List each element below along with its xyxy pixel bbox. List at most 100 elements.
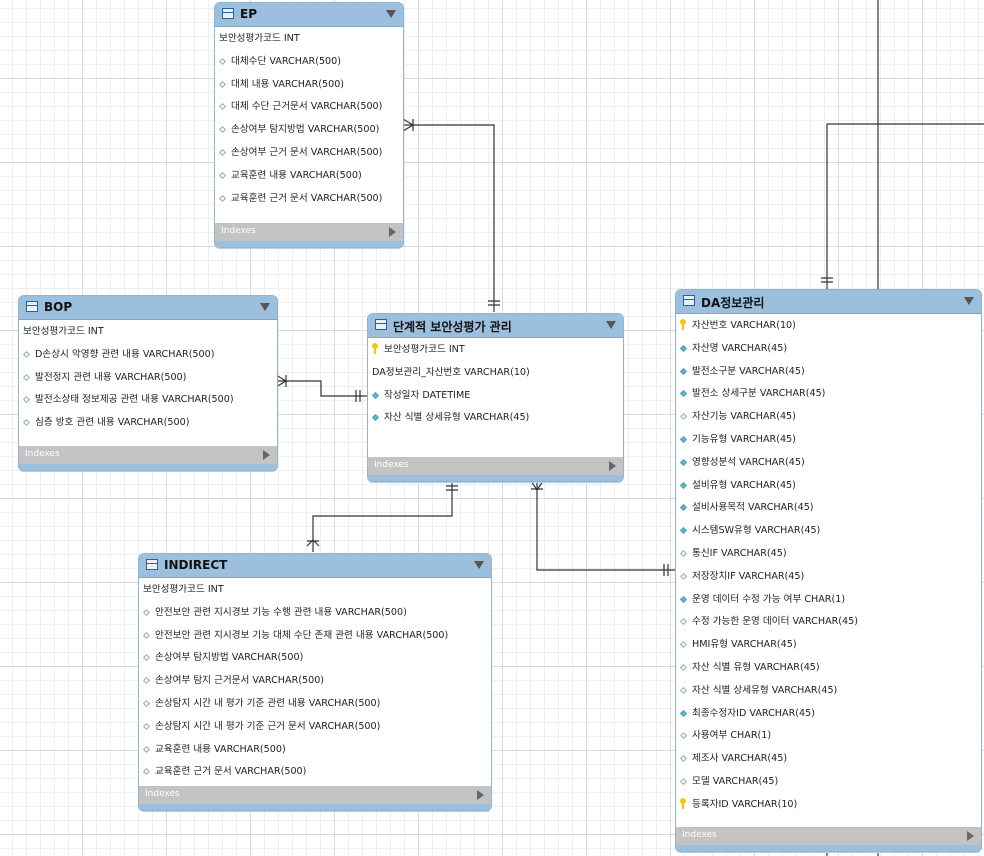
relationship-da-offscreen-1 bbox=[826, 123, 984, 289]
not-null-column-icon bbox=[679, 458, 688, 466]
column-row[interactable]: 자산번호 VARCHAR(10) bbox=[676, 315, 981, 338]
table-header[interactable]: BOP bbox=[19, 296, 277, 320]
relationship-ep-stage bbox=[403, 124, 495, 312]
column-row[interactable]: 손상여부 탐지방법 VARCHAR(500) bbox=[215, 119, 403, 142]
column-row[interactable]: 안전보안 관련 지시경보 기능 수행 관련 내용 VARCHAR(500) bbox=[139, 602, 491, 625]
nullable-column-icon bbox=[218, 148, 227, 157]
column-label: 발전소 상세구분 VARCHAR(45) bbox=[692, 388, 826, 400]
nullable-column-icon bbox=[142, 677, 151, 685]
column-row[interactable]: 수정 가능한 운영 데이터 VARCHAR(45) bbox=[676, 611, 981, 634]
column-row[interactable]: 자산 식별 상세유형 VARCHAR(45) bbox=[368, 407, 623, 430]
column-row[interactable]: 대체수단 VARCHAR(500) bbox=[215, 51, 403, 74]
column-row[interactable]: 발전소 상세구분 VARCHAR(45) bbox=[676, 383, 981, 406]
column-row[interactable]: 심층 방호 관련 내용 VARCHAR(500) bbox=[19, 412, 277, 435]
indexes-bar[interactable]: Indexes bbox=[368, 457, 623, 475]
column-row[interactable]: 안전보안 관련 지시경보 기능 대체 수단 존재 관련 내용 VARCHAR(5… bbox=[139, 625, 491, 648]
nullable-column-icon bbox=[679, 732, 688, 740]
indexes-label: Indexes bbox=[221, 226, 256, 236]
nullable-column-icon bbox=[22, 396, 31, 404]
column-row[interactable]: 설비사용목적 VARCHAR(45) bbox=[676, 497, 981, 520]
column-row[interactable]: 대체 수단 근거문서 VARCHAR(500) bbox=[215, 96, 403, 119]
column-row[interactable]: 최종수정자ID VARCHAR(45) bbox=[676, 703, 981, 726]
column-row[interactable]: HMI유형 VARCHAR(45) bbox=[676, 634, 981, 657]
indexes-bar[interactable]: Indexes bbox=[19, 446, 277, 464]
column-row[interactable]: 자산 식별 상세유형 VARCHAR(45) bbox=[676, 680, 981, 703]
column-row[interactable]: 저장장치IF VARCHAR(45) bbox=[676, 566, 981, 589]
column-row[interactable]: 보안성평가코드 INT bbox=[215, 28, 403, 51]
table-icon bbox=[146, 559, 158, 570]
nullable-column-icon bbox=[22, 373, 31, 381]
column-row[interactable]: 손상탐지 시간 내 평가 기준 근거 문서 VARCHAR(500) bbox=[139, 716, 491, 739]
column-row[interactable]: 대체 내용 VARCHAR(500) bbox=[215, 74, 403, 97]
column-row[interactable]: 보안성평가코드 INT bbox=[368, 339, 623, 362]
table-title: DA정보관리 bbox=[701, 296, 765, 310]
column-row[interactable]: 교육훈련 근거 문서 VARCHAR(500) bbox=[215, 188, 403, 211]
column-label: 설비사용목적 VARCHAR(45) bbox=[692, 502, 814, 514]
column-row[interactable]: 교육훈련 근거 문서 VARCHAR(500) bbox=[139, 761, 491, 784]
column-row[interactable]: 자산 식별 유형 VARCHAR(45) bbox=[676, 657, 981, 680]
table-header[interactable]: DA정보관리 bbox=[676, 290, 981, 314]
indexes-bar[interactable]: Indexes bbox=[215, 223, 403, 241]
not-null-column-icon bbox=[371, 414, 380, 422]
indexes-label: Indexes bbox=[374, 460, 409, 470]
column-row[interactable]: 교육훈련 내용 VARCHAR(500) bbox=[215, 165, 403, 188]
table-header[interactable]: EP bbox=[215, 3, 403, 27]
collapse-arrow-icon[interactable] bbox=[474, 561, 484, 569]
nullable-column-icon bbox=[679, 618, 688, 626]
table-bottom-edge bbox=[139, 804, 491, 810]
expand-indexes-icon[interactable] bbox=[389, 227, 396, 237]
expand-indexes-icon[interactable] bbox=[263, 450, 270, 460]
column-row[interactable]: D손상시 악영향 관련 내용 VARCHAR(500) bbox=[19, 344, 277, 367]
table-header[interactable]: INDIRECT bbox=[139, 554, 491, 578]
column-row[interactable]: 사용여부 CHAR(1) bbox=[676, 725, 981, 748]
column-label: D손상시 악영향 관련 내용 VARCHAR(500) bbox=[35, 348, 215, 360]
column-row[interactable]: 작성일자 DATETIME bbox=[368, 385, 623, 408]
column-row[interactable]: 발전소구분 VARCHAR(45) bbox=[676, 361, 981, 384]
column-row[interactable]: 운영 데이터 수정 가능 여부 CHAR(1) bbox=[676, 589, 981, 612]
column-row[interactable]: 손상여부 탐지방법 VARCHAR(500) bbox=[139, 647, 491, 670]
column-row[interactable]: 기능유형 VARCHAR(45) bbox=[676, 429, 981, 452]
collapse-arrow-icon[interactable] bbox=[386, 10, 396, 18]
column-row[interactable]: 설비유형 VARCHAR(45) bbox=[676, 475, 981, 498]
column-row[interactable]: 모델 VARCHAR(45) bbox=[676, 771, 981, 794]
column-row[interactable]: 손상여부 근거 문서 VARCHAR(500) bbox=[215, 142, 403, 165]
indexes-bar[interactable]: Indexes bbox=[139, 786, 491, 804]
column-row[interactable]: 손상여부 탐지 근거문서 VARCHAR(500) bbox=[139, 670, 491, 693]
column-row[interactable]: 발전정지 관련 내용 VARCHAR(500) bbox=[19, 367, 277, 390]
column-row[interactable]: 통신IF VARCHAR(45) bbox=[676, 543, 981, 566]
column-row[interactable]: 제조사 VARCHAR(45) bbox=[676, 748, 981, 771]
indexes-bar[interactable]: Indexes bbox=[676, 827, 981, 845]
nullable-column-icon bbox=[142, 654, 151, 662]
column-label: 작성일자 DATETIME bbox=[384, 389, 471, 401]
nullable-column-icon bbox=[679, 413, 688, 421]
expand-indexes-icon[interactable] bbox=[609, 461, 616, 471]
column-label: 안전보안 관련 지시경보 기능 대체 수단 존재 관련 내용 VARCHAR(5… bbox=[155, 629, 449, 641]
nullable-column-icon bbox=[679, 777, 688, 785]
column-row[interactable]: 손상탐지 시간 내 평가 기준 관련 내용 VARCHAR(500) bbox=[139, 693, 491, 716]
nullable-column-icon bbox=[679, 686, 688, 694]
column-row[interactable]: 자산기능 VARCHAR(45) bbox=[676, 406, 981, 429]
column-label: 발전정지 관련 내용 VARCHAR(500) bbox=[35, 371, 187, 383]
table-header[interactable]: 단계적 보안성평가 관리 bbox=[368, 314, 623, 338]
column-row[interactable]: 영향성분석 VARCHAR(45) bbox=[676, 452, 981, 475]
column-row[interactable]: 등록자ID VARCHAR(10) bbox=[676, 794, 981, 817]
expand-indexes-icon[interactable] bbox=[477, 790, 484, 800]
column-row[interactable]: 시스템SW유형 VARCHAR(45) bbox=[676, 520, 981, 543]
column-row[interactable]: 보안성평가코드 INT bbox=[19, 321, 277, 344]
table-title: INDIRECT bbox=[164, 558, 228, 572]
column-row[interactable]: 교육훈련 내용 VARCHAR(500) bbox=[139, 739, 491, 762]
column-row[interactable]: 자산명 VARCHAR(45) bbox=[676, 338, 981, 361]
expand-indexes-icon[interactable] bbox=[967, 831, 974, 841]
nullable-column-icon bbox=[679, 641, 688, 649]
column-row[interactable]: DA정보관리_자산번호 VARCHAR(10) bbox=[368, 362, 623, 385]
collapse-arrow-icon[interactable] bbox=[606, 321, 616, 329]
collapse-arrow-icon[interactable] bbox=[260, 303, 270, 311]
column-row[interactable]: 보안성평가코드 INT bbox=[139, 579, 491, 602]
column-row[interactable]: 발전소상태 정보제공 관련 내용 VARCHAR(500) bbox=[19, 389, 277, 412]
collapse-arrow-icon[interactable] bbox=[964, 297, 974, 305]
